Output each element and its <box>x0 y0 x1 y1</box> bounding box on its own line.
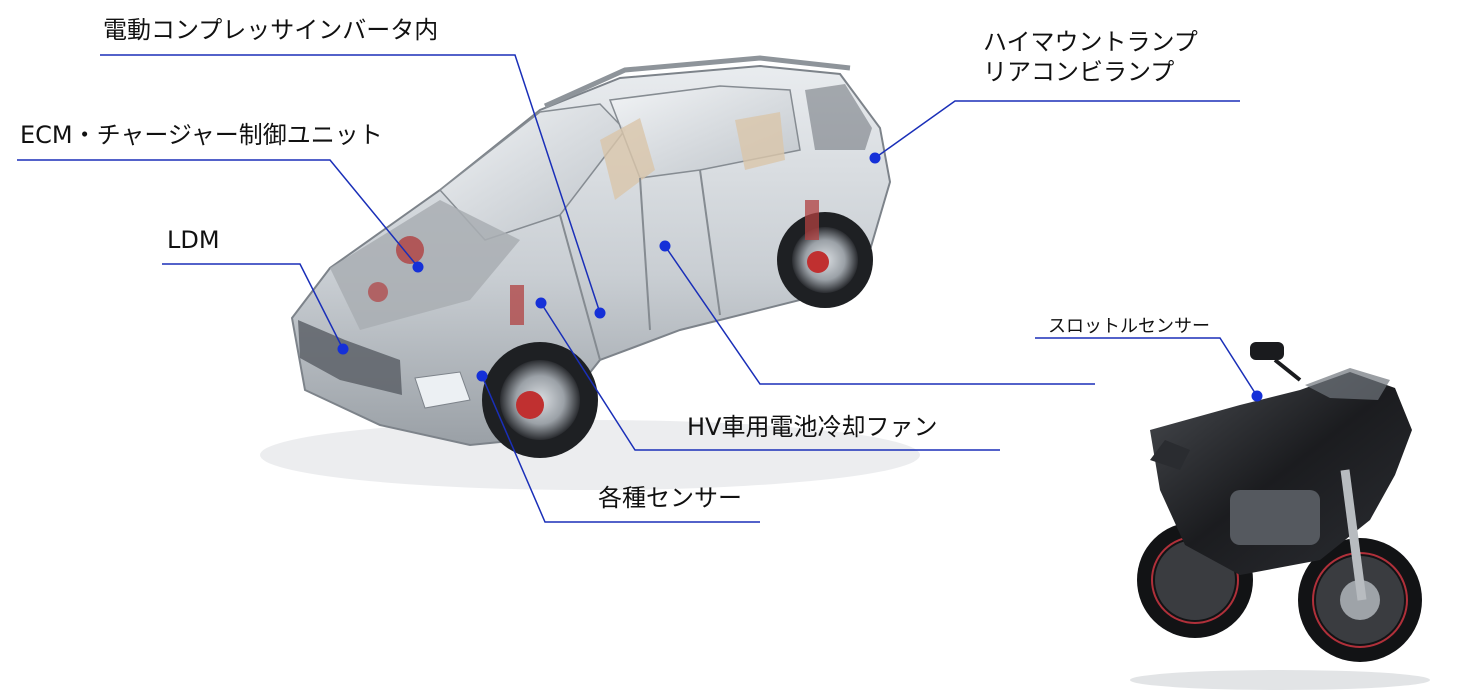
marker-side <box>659 240 671 252</box>
label-rear-combi-lamp: リアコンビランプ <box>983 58 1175 86</box>
leader-line-sensors <box>481 375 760 523</box>
motorcycle-illustration <box>1130 342 1430 690</box>
marker-ldm <box>337 343 349 355</box>
label-ecm-charger-unit: ECM・チャージャー制御ユニット <box>20 121 383 149</box>
label-hv-battery-fan: HV車用電池冷却ファン <box>687 413 938 441</box>
label-ldm: LDM <box>167 226 220 254</box>
leader-line-side <box>664 245 1095 385</box>
leader-line-compressor <box>100 54 601 314</box>
marker-compressor <box>594 307 606 319</box>
marker-hv-fan <box>535 297 547 309</box>
label-various-sensors: 各種センサー <box>598 484 742 512</box>
leader-line-ldm <box>162 263 344 350</box>
marker-rear-lamp <box>869 152 881 164</box>
label-lamps: ハイマウントランプ リアコンビランプ <box>983 27 1198 87</box>
leader-line-throttle <box>1035 337 1258 397</box>
markers <box>337 152 1263 402</box>
marker-throttle <box>1251 390 1263 402</box>
car-illustration <box>260 55 920 490</box>
marker-ecm <box>412 261 424 273</box>
label-compressor-inverter: 電動コンプレッサインバータ内 <box>103 16 439 44</box>
leader-lines <box>17 54 1258 523</box>
leader-line-rear-lamp <box>874 100 1240 159</box>
leader-line-hv-fan <box>540 302 1000 451</box>
leader-line-ecm <box>17 159 419 268</box>
label-throttle-sensor: スロットルセンサー <box>1048 316 1210 337</box>
marker-sensors <box>476 370 488 382</box>
label-high-mount-lamp: ハイマウントランプ <box>983 28 1198 56</box>
